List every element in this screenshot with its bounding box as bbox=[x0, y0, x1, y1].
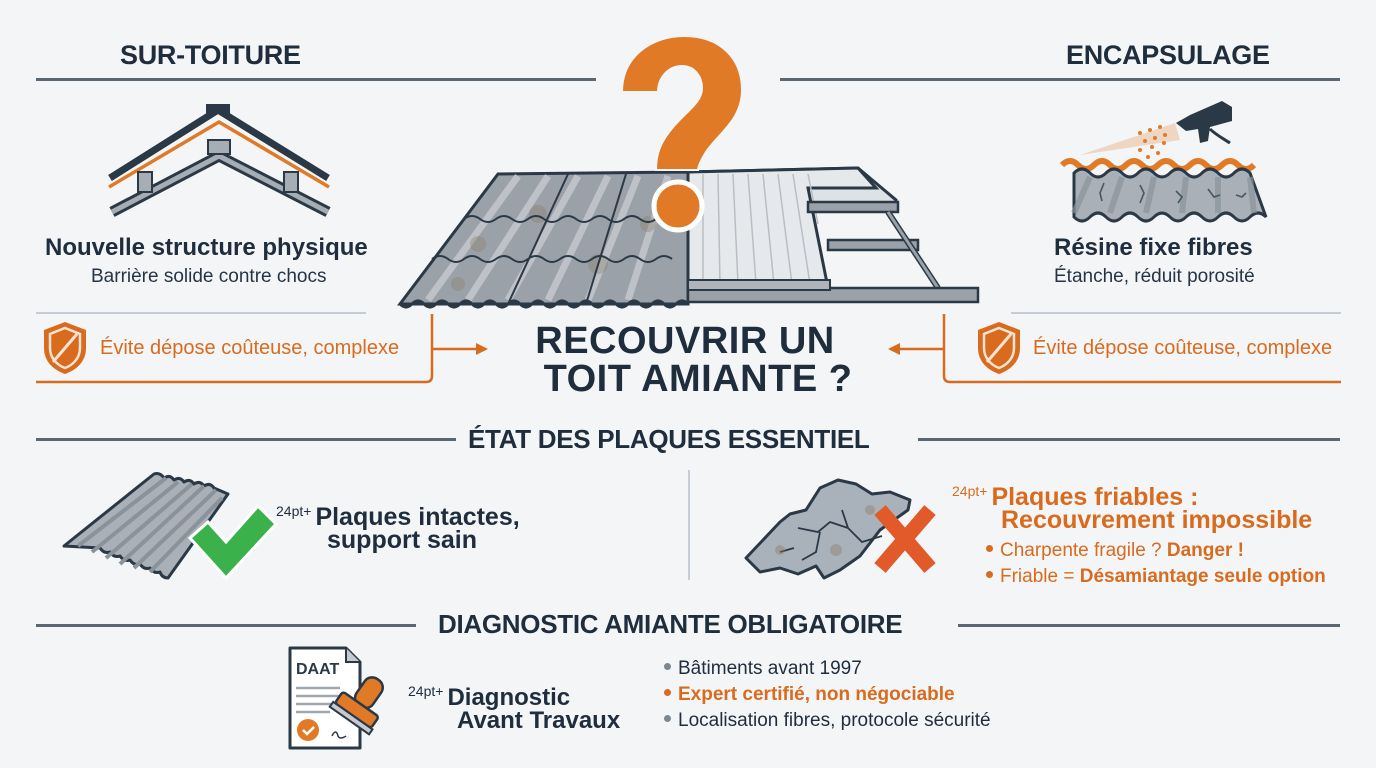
shield-icon bbox=[978, 322, 1020, 374]
diagnostic-title-line2: Avant Travaux bbox=[457, 707, 621, 734]
plates-heading: ÉTAT DES PLAQUES ESSENTIEL bbox=[468, 424, 870, 454]
right-title: Résine fixe fibres bbox=[1054, 234, 1253, 261]
daat-label: DAAT bbox=[296, 661, 339, 678]
diagnostic-bullet: Bâtiments avant 1997 bbox=[664, 656, 991, 682]
left-title: Nouvelle structure physique bbox=[45, 234, 368, 261]
spray-gun-icon bbox=[1059, 101, 1268, 223]
diagnostic-heading: DIAGNOSTIC AMIANTE OBLIGATOIRE bbox=[438, 609, 903, 639]
plates-left-rule bbox=[36, 438, 456, 441]
diagnostic-bullet-highlight: Expert certifié, non négociable bbox=[664, 682, 991, 708]
right-subtitle: Étanche, réduit porosité bbox=[1054, 266, 1255, 287]
plates-right-rule bbox=[918, 438, 1340, 441]
size-tag: 24pt+ bbox=[408, 683, 444, 699]
diagnostic-left-rule bbox=[36, 624, 416, 627]
friable-plates-title-line2: Recouvrement impossible bbox=[1001, 506, 1313, 534]
left-arrow-connector bbox=[36, 314, 488, 384]
friable-plate-icon bbox=[744, 478, 936, 580]
intact-plates-title-line2: support sain bbox=[327, 526, 478, 554]
size-tag: 24pt+ bbox=[952, 483, 988, 499]
main-title-line1: RECOUVRIR UN bbox=[535, 320, 835, 362]
intact-plates-title: 24pt+Plaques intactes, bbox=[276, 503, 520, 531]
friable-plates-title: 24pt+Plaques friables : bbox=[952, 483, 1199, 511]
sur-toiture-heading: SUR-TOITURE bbox=[120, 40, 301, 70]
roof-layers-icon bbox=[108, 104, 331, 217]
right-benefit-top-rule bbox=[1011, 312, 1341, 314]
top-right-rule bbox=[780, 78, 1340, 81]
main-title-line2: TOIT AMIANTE ? bbox=[543, 358, 853, 400]
diagnostic-title: 24pt+Diagnostic bbox=[408, 683, 571, 711]
question-mark-icon bbox=[620, 34, 744, 233]
left-benefit-text: Évite dépose coûteuse, complexe bbox=[100, 337, 400, 359]
left-subtitle: Barrière solide contre chocs bbox=[91, 266, 327, 287]
daat-document-stamp-icon: DAAT bbox=[288, 646, 384, 750]
left-benefit-top-rule bbox=[36, 312, 366, 314]
friable-bullet: Charpente fragile ? Danger ! bbox=[986, 538, 1326, 564]
vertical-divider bbox=[688, 470, 690, 580]
main-title: RECOUVRIR UN TOIT AMIANTE ? bbox=[500, 322, 870, 398]
encapsulage-heading: ENCAPSULAGE bbox=[1066, 40, 1270, 70]
intact-plate-icon bbox=[62, 472, 279, 581]
shield-icon bbox=[44, 322, 86, 374]
friable-bullet: Friable = Désamiantage seule option bbox=[986, 564, 1326, 590]
friable-bullets: Charpente fragile ? Danger ! Friable = D… bbox=[986, 538, 1326, 590]
diagnostic-bullets: Bâtiments avant 1997 Expert certifié, no… bbox=[664, 656, 991, 734]
top-left-rule bbox=[36, 78, 596, 81]
diagnostic-right-rule bbox=[958, 624, 1340, 627]
right-benefit-text: Évite dépose coûteuse, complexe bbox=[1033, 337, 1333, 359]
diagnostic-bullet: Localisation fibres, protocole sécurité bbox=[664, 708, 991, 734]
asbestos-roof-covering-illustration bbox=[396, 166, 980, 309]
size-tag: 24pt+ bbox=[276, 503, 312, 519]
right-arrow-connector bbox=[888, 314, 1341, 384]
